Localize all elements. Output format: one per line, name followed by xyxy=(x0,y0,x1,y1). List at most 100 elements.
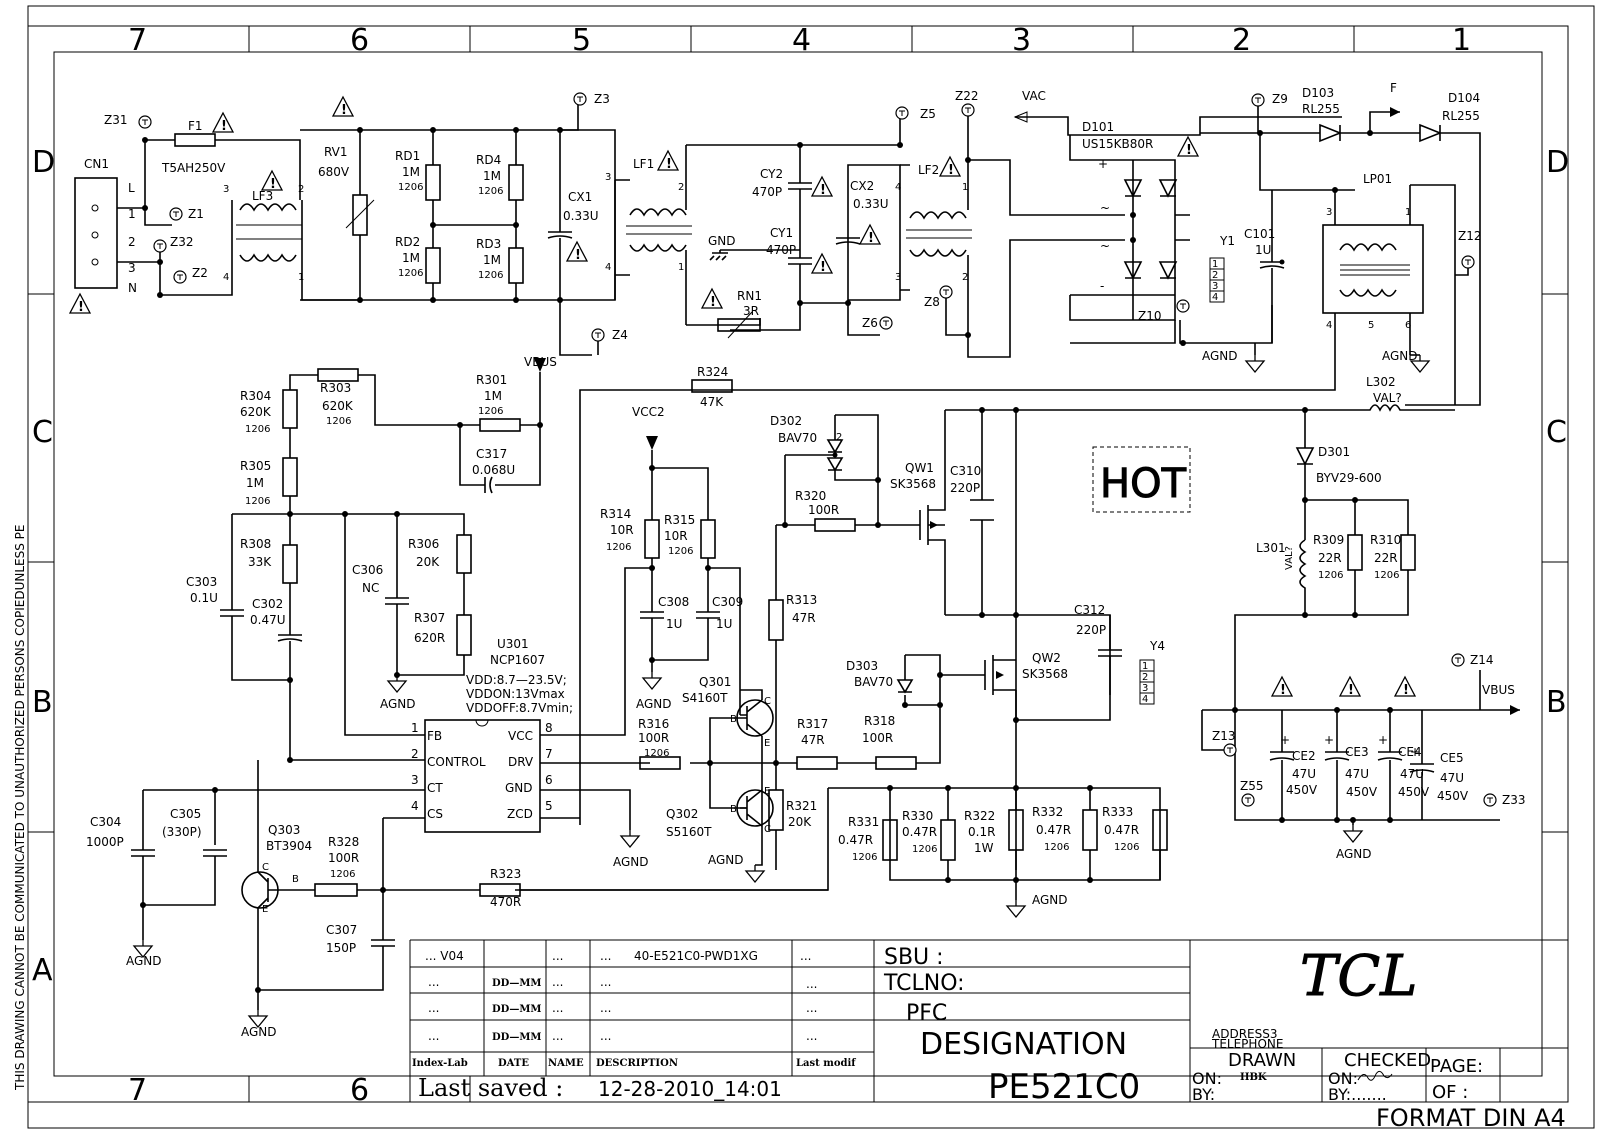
rn1-ref: RN1 xyxy=(737,289,762,303)
zone-col-6: 6 xyxy=(350,23,369,58)
svg-text:220P: 220P xyxy=(1076,623,1106,637)
svg-text:R315: R315 xyxy=(664,513,695,527)
pfc-label: PFC xyxy=(906,1001,947,1026)
svg-text:R306: R306 xyxy=(408,537,439,551)
svg-text:...: ... xyxy=(806,977,817,991)
svg-text:VCC: VCC xyxy=(508,729,533,743)
zone-col-5: 5 xyxy=(572,23,591,58)
svg-text:2: 2 xyxy=(962,272,968,283)
svg-text:0.47R: 0.47R xyxy=(1104,823,1139,837)
svg-text:1: 1 xyxy=(1212,259,1218,270)
svg-text:RD4: RD4 xyxy=(476,153,501,167)
svg-text:CONTROL: CONTROL xyxy=(427,755,486,769)
agnd-symbol-3 xyxy=(387,674,407,693)
svg-text:...: ... xyxy=(800,949,811,963)
svg-text:2: 2 xyxy=(1142,672,1148,683)
svg-text:C: C xyxy=(764,696,771,707)
svg-text:1: 1 xyxy=(962,182,968,193)
svg-text:RD1: RD1 xyxy=(395,149,420,163)
cy2-ref: CY2 xyxy=(760,167,783,181)
zone-col-7-bottom: 7 xyxy=(128,1073,147,1108)
svg-text:Q303: Q303 xyxy=(268,823,300,837)
svg-text:1206: 1206 xyxy=(245,496,270,507)
rn1-value: 3R xyxy=(743,304,759,318)
resistor-r308 xyxy=(282,544,298,584)
sbu-label: SBU : xyxy=(884,945,944,970)
svg-text:DESCRIPTION: DESCRIPTION xyxy=(596,1058,678,1069)
svg-text:~: ~ xyxy=(1100,239,1110,253)
varistor-rv1 xyxy=(352,194,368,236)
svg-text:...: ... xyxy=(552,975,563,989)
svg-text:B: B xyxy=(730,804,737,815)
svg-text:100R: 100R xyxy=(638,731,669,745)
resistor-r321 xyxy=(768,789,784,831)
vbus-label-1: VBUS xyxy=(524,355,557,369)
z10-label: Z10 xyxy=(1138,309,1162,323)
svg-text:CE4: CE4 xyxy=(1398,745,1422,759)
page-label: PAGE: xyxy=(1430,1056,1483,1077)
address-label: ADDRESS3 xyxy=(1212,1027,1277,1041)
svg-text:C306: C306 xyxy=(352,563,383,577)
svg-text:R301: R301 xyxy=(476,373,507,387)
svg-text:R331: R331 xyxy=(848,815,879,829)
svg-text:BAV70: BAV70 xyxy=(854,675,893,689)
zone-labels: 7 6 5 4 3 2 1 7 6 D C B A D C B xyxy=(32,23,1569,1108)
resistor-r301 xyxy=(479,418,521,432)
tcl-logo: TCL xyxy=(1300,944,1417,1009)
cy2-value: 470P xyxy=(752,185,782,199)
svg-text:ZCD: ZCD xyxy=(507,807,533,821)
checked-label: CHECKED xyxy=(1344,1050,1431,1071)
d104-value: RL255 xyxy=(1442,109,1480,123)
svg-text:C317: C317 xyxy=(476,447,507,461)
z5-label: Z5 xyxy=(920,107,936,121)
svg-text:100R: 100R xyxy=(808,503,839,517)
svg-text:C312: C312 xyxy=(1074,603,1105,617)
svg-text:1206: 1206 xyxy=(912,844,937,855)
svg-text:220P: 220P xyxy=(950,481,980,495)
svg-text:L302: L302 xyxy=(1366,375,1396,389)
svg-text:47U: 47U xyxy=(1292,767,1316,781)
svg-text:4: 4 xyxy=(895,182,901,193)
svg-text:2: 2 xyxy=(678,182,684,193)
svg-text:3: 3 xyxy=(895,272,901,283)
svg-text:0.47R: 0.47R xyxy=(838,833,873,847)
d101-diode-3 xyxy=(1123,261,1143,280)
lp01-ref: LP01 xyxy=(1363,172,1392,186)
svg-text:1206: 1206 xyxy=(1318,570,1343,581)
svg-text:C304: C304 xyxy=(90,815,121,829)
cn1-connector xyxy=(74,177,118,289)
vac-label: VAC xyxy=(1022,89,1046,103)
resistor-r328 xyxy=(314,883,358,897)
svg-text:33K: 33K xyxy=(248,555,272,569)
svg-text:RD2: RD2 xyxy=(395,235,420,249)
resistor-rd1 xyxy=(425,164,441,201)
svg-text:1206: 1206 xyxy=(330,869,355,880)
svg-text:C: C xyxy=(764,824,771,835)
svg-text:FB: FB xyxy=(427,729,442,743)
resistor-r323 xyxy=(479,883,521,897)
part-number: 40-E521C0-PWD1XG xyxy=(634,949,758,963)
svg-text:B: B xyxy=(730,714,737,725)
svg-text:...: ... xyxy=(600,949,611,963)
f1-value: T5AH250V xyxy=(161,161,226,175)
svg-text:R303: R303 xyxy=(320,381,351,395)
agnd-label-1: AGND xyxy=(1202,349,1238,363)
svg-text:...: ... xyxy=(552,949,563,963)
svg-text:1M: 1M xyxy=(246,476,264,490)
svg-text:+: + xyxy=(1098,157,1108,171)
svg-text:1206: 1206 xyxy=(668,546,693,557)
agnd-label-2: AGND xyxy=(1382,349,1418,363)
model-number: PE521C0 xyxy=(988,1067,1140,1107)
ce3-warning-icon xyxy=(1339,676,1361,699)
svg-text:QW1: QW1 xyxy=(905,461,934,475)
drawn-label: DRAWN xyxy=(1228,1050,1296,1071)
svg-text:1206: 1206 xyxy=(398,182,423,193)
resistor-r314 xyxy=(644,519,660,559)
z4-label: Z4 xyxy=(612,328,628,342)
svg-text:1: 1 xyxy=(1405,207,1411,218)
svg-text:0.47R: 0.47R xyxy=(1036,823,1071,837)
zone-row-d-right: D xyxy=(1546,145,1569,180)
lf2-coil xyxy=(909,211,967,257)
svg-text:R316: R316 xyxy=(638,717,669,731)
svg-text:-: - xyxy=(1100,279,1104,293)
